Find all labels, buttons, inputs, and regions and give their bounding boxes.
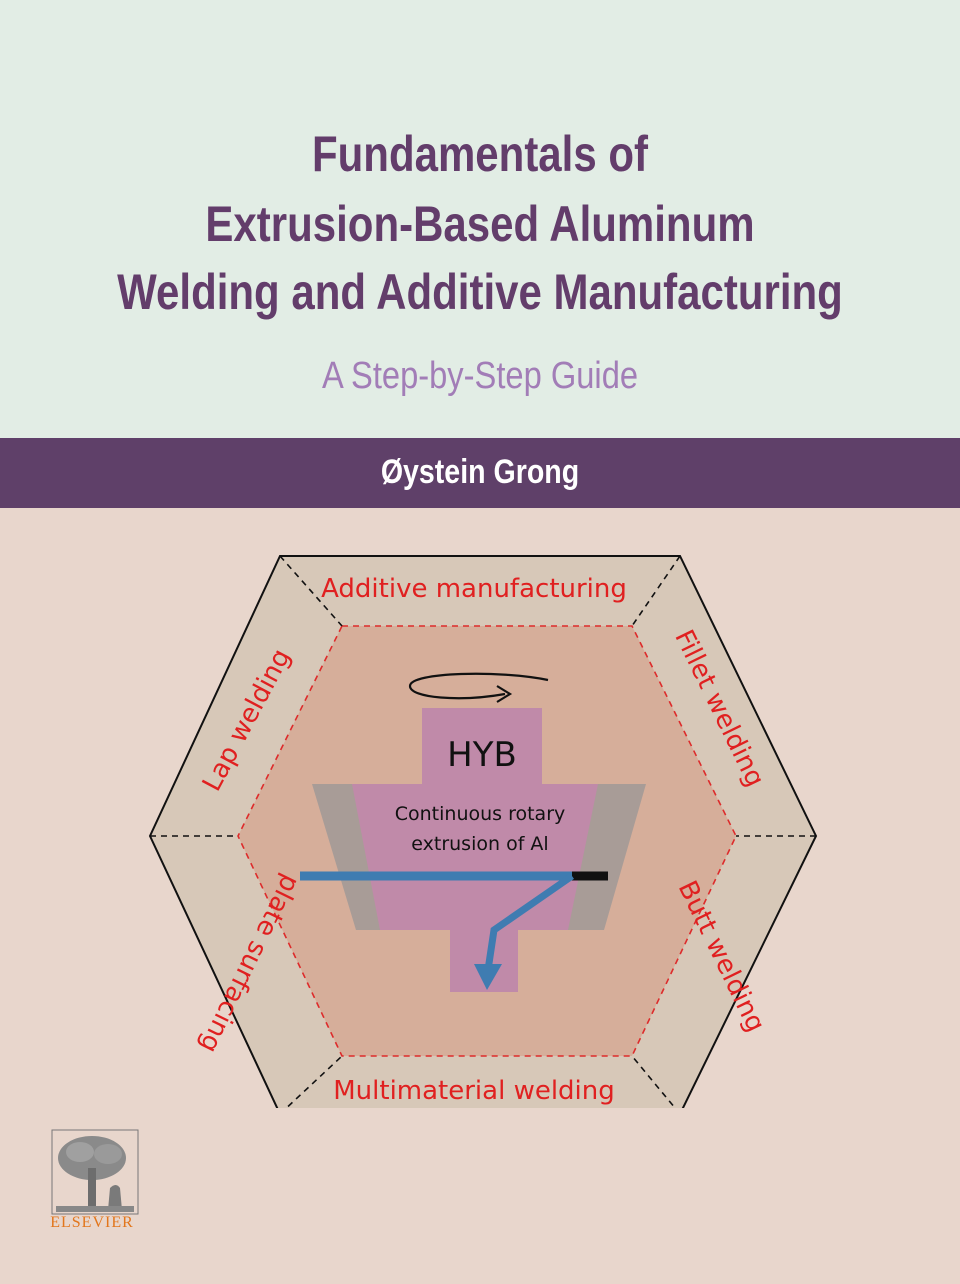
process-label-line-2: extrusion of Al (411, 833, 548, 855)
segment-label-top: Additive manufacturing (321, 574, 627, 604)
segment-label-bottom: Multimaterial welding (333, 1076, 615, 1106)
hyb-label: HYB (447, 735, 517, 775)
segment-dividers (150, 555, 816, 1108)
flow-arrow-head (474, 964, 502, 990)
material-flow-path (484, 873, 574, 971)
title-panel (0, 0, 960, 438)
book-subtitle: A Step-by-Step Guide (321, 355, 639, 397)
publisher-name: ELSEVIER (50, 1214, 134, 1231)
elsevier-tree-logo (51, 1129, 139, 1215)
author-name: Øystein Grong (380, 453, 580, 491)
hyb-process-diagram: Additive manufacturing Multimaterial wel… (148, 555, 818, 1108)
book-title-line-3: Welding and Additive Manufacturing (117, 264, 843, 320)
rotation-arrow (408, 672, 549, 703)
book-title-line-1: Fundamentals of (311, 126, 649, 182)
author-band (0, 438, 960, 508)
book-title-line-2: Extrusion-Based Aluminum (205, 196, 755, 252)
process-label-line-1: Continuous rotary (395, 803, 566, 825)
